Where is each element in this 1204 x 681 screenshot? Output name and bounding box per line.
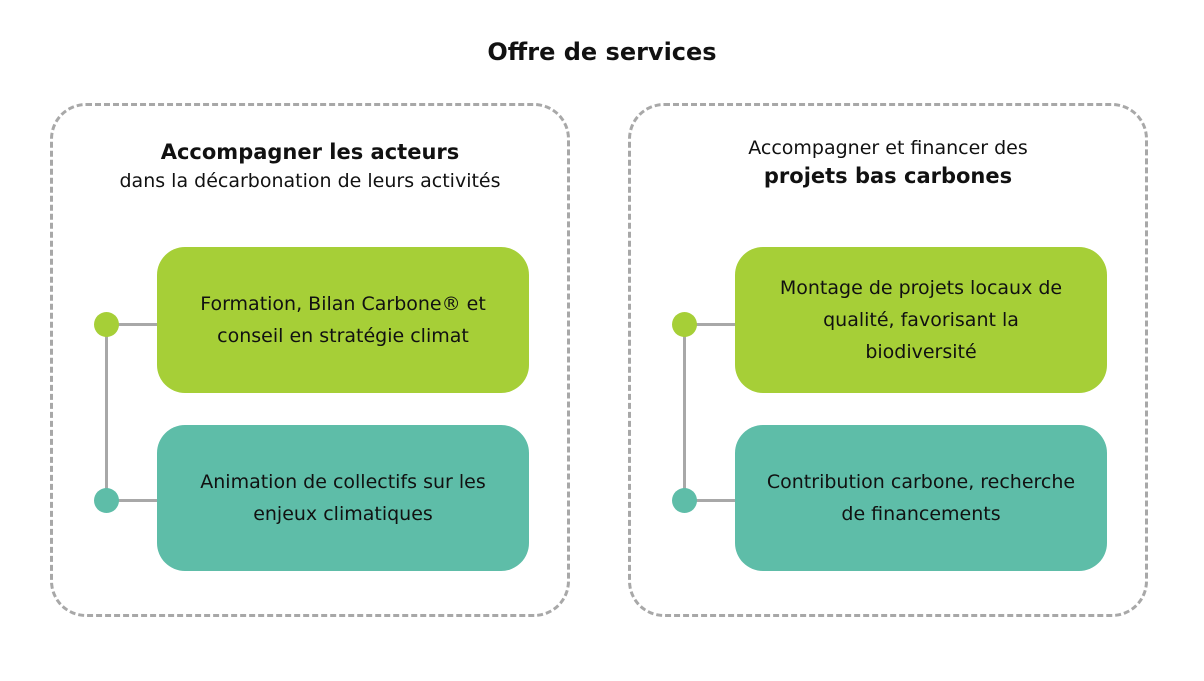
left-heading-bold: Accompagner les acteurs [160,140,460,164]
connector-horizontal [107,499,159,502]
right-heading-bold: projets bas carbones [763,164,1013,188]
left-heading-regular: dans la décarbonation de leurs activités [119,170,501,192]
service-box-training: Formation, Bilan Carbone® et conseil en … [157,247,529,393]
page-title: Offre de services [487,38,717,66]
connector-horizontal [685,499,737,502]
connector-vertical [683,325,686,501]
right-heading-regular: Accompagner et financer des [748,137,1028,159]
node-dot-teal [94,488,119,513]
right-panel: Accompagner et financer des projets bas … [628,103,1148,617]
left-panel: Accompagner les acteurs dans la décarbon… [50,103,570,617]
node-dot-teal [672,488,697,513]
service-box-projects: Montage de projets locaux de qualité, fa… [735,247,1107,393]
service-box-contribution: Contribution carbone, recherche de finan… [735,425,1107,571]
left-heading: Accompagner les acteurs dans la décarbon… [53,138,567,195]
node-dot-green [672,312,697,337]
connector-horizontal [685,323,737,326]
service-box-collectives: Animation de collectifs sur les enjeux c… [157,425,529,571]
connector-horizontal [107,323,159,326]
right-heading: Accompagner et financer des projets bas … [631,134,1145,191]
node-dot-green [94,312,119,337]
connector-vertical [105,325,108,501]
